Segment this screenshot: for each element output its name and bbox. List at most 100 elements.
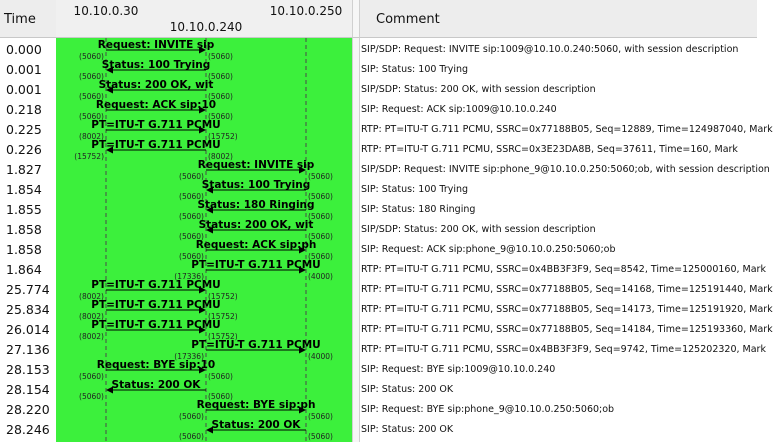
port-label: (15752) [208,132,238,141]
arrow-label: Status: 100 Trying [102,59,210,71]
port-label: (5060) [308,412,333,421]
port-label: (4000) [308,352,333,361]
flow-arrow[interactable]: PT=ITU-T G.711 PCMU(17336) (4000) [174,339,333,361]
comment-cell: RTP: PT=ITU-T G.711 PCMU, SSRC=0x77188B0… [361,324,773,335]
comment-cell: RTP: PT=ITU-T G.711 PCMU, SSRC=0x77188B0… [361,124,773,135]
flow-arrow[interactable]: Request: BYE sip:ph(5060)(5060) [179,399,333,421]
time-cell: 28.154 [6,382,50,397]
port-label: (17336) [174,352,204,361]
comment-cell: SIP: Status: 100 Trying [361,64,469,75]
arrow-label: Request: BYE sip:10 [97,359,215,371]
time-cell: 25.774 [6,282,50,297]
arrowhead-icon [206,226,213,234]
arrowhead-icon [206,186,213,194]
comment-cell: SIP: Status: 200 OK [361,424,454,435]
port-label: (8002) [79,332,104,341]
time-header-label: Time [4,12,36,27]
time-cell: 0.001 [6,82,42,97]
comment-cell: SIP/SDP: Status: 200 OK, with session de… [361,224,596,235]
comment-header-label: Comment [376,12,440,27]
time-cell: 26.014 [6,322,50,337]
flow-arrow[interactable]: Status: 200 OK, wit(5060)(5060) [79,79,233,101]
flow-arrow[interactable]: Request: INVITE sip(5060)(5060) [179,159,333,181]
port-label: (5060) [79,92,104,101]
flow-arrow[interactable]: Status: 200 OK(5060)(5060) [179,419,333,441]
graph-column-header: 10.10.0.30 10.10.0.240 10.10.0.250 [56,0,352,38]
comment-cell: RTP: PT=ITU-T G.711 PCMU, SSRC=0x77188B0… [361,304,773,315]
host-label-1: 10.10.0.30 [73,4,139,18]
flow-graph[interactable]: Request: INVITE sip(5060)(5060)Status: 1… [56,38,352,442]
time-cell: 0.001 [6,62,42,77]
flow-arrow[interactable]: PT=ITU-T G.711 PCMU(8002)(15752) [79,299,238,321]
flow-arrow[interactable]: Status: 200 OK, wit(5060)(5060) [179,219,333,241]
arrow-label: Status: 100 Trying [202,179,310,191]
comment-cell: SIP/SDP: Request: INVITE sip:1009@10.10.… [361,44,739,55]
arrowhead-icon [199,46,206,54]
comment-column: SIP/SDP: Request: INVITE sip:1009@10.10.… [360,38,773,442]
port-label: (5060) [308,212,333,221]
arrowhead-icon [106,146,113,154]
time-cell: 1.854 [6,182,42,197]
port-label: (8002) [208,152,233,161]
time-cell: 27.136 [6,342,50,357]
arrowhead-icon [106,66,113,74]
comment-cell: SIP: Request: BYE sip:phone_9@10.10.0.25… [361,404,615,415]
arrow-label: PT=ITU-T G.711 PCMU [191,259,320,271]
flow-arrow[interactable]: Status: 100 Trying(5060)(5060) [79,59,233,81]
comment-cell: RTP: PT=ITU-T G.711 PCMU, SSRC=0x77188B0… [361,284,773,295]
arrow-label: Status: 200 OK [212,419,302,431]
arrow-label: PT=ITU-T G.711 PCMU [91,279,220,291]
flow-arrow[interactable]: Request: ACK sip:ph(5060)(5060) [179,239,333,261]
comment-cell: SIP: Request: BYE sip:1009@10.10.0.240 [361,364,556,375]
arrow-label: Request: ACK sip:ph [196,239,317,251]
time-cell: 25.834 [6,302,50,317]
arrowhead-icon [106,386,113,394]
flow-arrow[interactable]: Request: BYE sip:10(5060)(5060) [79,359,233,381]
comment-cell: RTP: PT=ITU-T G.711 PCMU, SSRC=0x4BB3F3F… [361,264,766,275]
flow-arrow[interactable]: Status: 100 Trying(5060)(5060) [179,179,333,201]
arrow-label: PT=ITU-T G.711 PCMU [91,319,220,331]
time-column-header[interactable]: Time [0,0,56,38]
port-label: (5060) [79,112,104,121]
flow-arrow[interactable]: PT=ITU-T G.711 PCMU(8002) (15752) [79,319,238,341]
port-label: (5060) [208,72,233,81]
arrowhead-icon [199,286,206,294]
port-label: (5060) [308,192,333,201]
port-label: (15752) [208,292,238,301]
arrow-label: Request: ACK sip:10 [96,99,216,111]
port-label: (5060) [179,412,204,421]
flow-arrow[interactable]: PT=ITU-T G.711 PCMU(8002)(15752) [79,119,238,141]
flow-arrow[interactable]: Status: 200 OK(5060)(5060) [79,379,233,401]
arrowhead-icon [299,166,306,174]
port-label: (5060) [79,372,104,381]
port-label: (5060) [179,252,204,261]
flow-arrow[interactable]: PT=ITU-T G.711 PCMU(17336)(4000) [174,259,333,281]
flow-graph-canvas: Request: INVITE sip(5060)(5060)Status: 1… [74,38,333,442]
port-label: (15752) [208,332,238,341]
arrowhead-icon [199,126,206,134]
host-label-2: 10.10.0.240 [169,20,243,34]
time-cell: 1.855 [6,202,42,217]
comment-cell: SIP: Request: ACK sip:phone_9@10.10.0.25… [361,244,616,255]
time-cell: 0.226 [6,142,42,157]
flow-arrow[interactable]: Request: INVITE sip(5060)(5060) [79,39,233,61]
arrowhead-icon [106,86,113,94]
arrow-label: PT=ITU-T G.711 PCMU [91,119,220,131]
column-splitter[interactable] [352,0,360,38]
port-label: (5060) [179,232,204,241]
comment-column-header[interactable]: Comment [360,0,757,38]
arrow-label: PT=ITU-T G.711 PCMU [91,299,220,311]
flow-arrow[interactable]: Request: ACK sip:10(5060)(5060) [79,99,233,121]
arrow-label: PT=ITU-T G.711 PCMU [191,339,320,351]
time-cell: 0.000 [6,42,42,57]
port-label: (5060) [79,392,104,401]
comment-cell: RTP: PT=ITU-T G.711 PCMU, SSRC=0x4BB3F3F… [361,344,766,355]
flow-arrow[interactable]: PT=ITU-T G.711 PCMU(8002)(15752) [79,279,238,301]
flow-arrow[interactable]: Status: 180 Ringing(5060)(5060) [179,199,333,221]
arrowhead-icon [299,346,306,354]
time-cell: 1.858 [6,222,42,237]
arrowhead-icon [199,306,206,314]
port-label: (5060) [208,392,233,401]
flow-arrow[interactable]: PT=ITU-T G.711 PCMU(15752)(8002) [74,139,233,161]
